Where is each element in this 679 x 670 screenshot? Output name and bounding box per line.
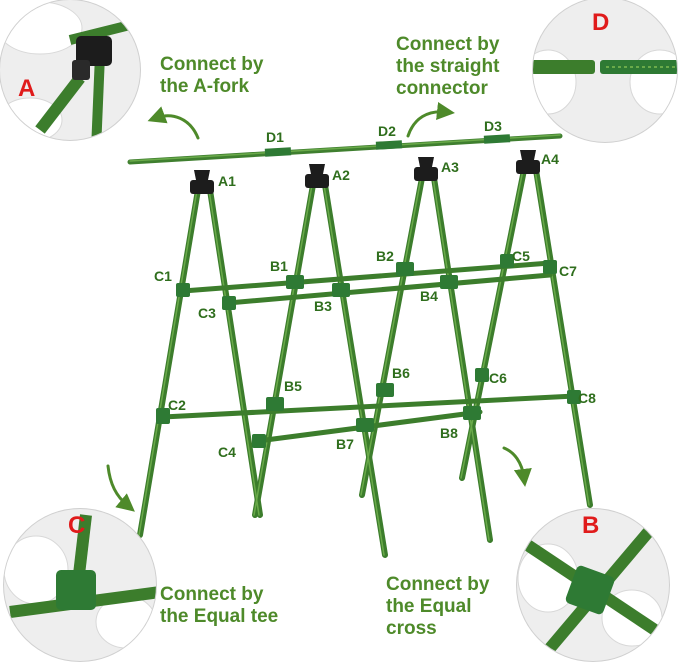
straight-connector-d1 xyxy=(265,147,291,157)
label-c8: C8 xyxy=(578,390,596,406)
label-b3: B3 xyxy=(314,298,332,314)
cross-b3 xyxy=(332,283,350,297)
label-c4: C4 xyxy=(218,444,236,460)
caption-tee-line-2: the Equal tee xyxy=(160,606,278,628)
cross-b7 xyxy=(356,418,374,432)
cross-b8 xyxy=(463,406,481,420)
inset-letter-a: A xyxy=(18,75,35,102)
label-a2: A2 xyxy=(332,167,350,183)
label-d3: D3 xyxy=(484,118,502,134)
label-c5: C5 xyxy=(512,248,530,264)
caption-straight-line-2: the straight xyxy=(396,56,499,78)
caption-cross-line-3: cross xyxy=(386,618,489,640)
cross-b1 xyxy=(286,275,304,289)
tee-c6 xyxy=(475,368,489,382)
arrow-d-icon xyxy=(408,112,446,136)
inset-letter-d: D xyxy=(592,9,609,36)
label-c2: C2 xyxy=(168,397,186,413)
cross-b2 xyxy=(396,262,414,276)
top-rail xyxy=(130,134,560,162)
inset-straight-connector: D xyxy=(520,0,679,150)
cross-b4 xyxy=(440,275,458,289)
label-c3: C3 xyxy=(198,305,216,321)
label-b4: B4 xyxy=(420,288,438,304)
straight-connector-d2 xyxy=(376,140,402,150)
caption-cross-line-1: Connect by xyxy=(386,574,489,596)
a-fork-a1 xyxy=(190,170,214,194)
tee-c1 xyxy=(176,283,190,297)
arrow-a-icon xyxy=(156,116,198,138)
label-b8: B8 xyxy=(440,425,458,441)
inset-letter-c: C xyxy=(68,512,85,539)
caption-straight-connector: Connect by the straight connector xyxy=(396,34,499,100)
inset-a-fork: A xyxy=(0,0,150,150)
label-a4: A4 xyxy=(541,151,559,167)
cross-b5 xyxy=(266,397,284,411)
label-d2: D2 xyxy=(378,123,396,139)
caption-straight-line-3: connector xyxy=(396,78,499,100)
cross-bars xyxy=(163,263,575,441)
label-b2: B2 xyxy=(376,248,394,264)
label-b6: B6 xyxy=(392,365,410,381)
label-d1: D1 xyxy=(266,129,284,145)
inset-letter-b: B xyxy=(582,512,599,539)
label-b1: B1 xyxy=(270,258,288,274)
label-c1: C1 xyxy=(154,268,172,284)
straight-connector-d3 xyxy=(484,134,510,144)
inset-equal-tee: C xyxy=(0,505,160,665)
label-b7: B7 xyxy=(336,436,354,452)
label-a1: A1 xyxy=(218,173,236,189)
tee-c4 xyxy=(252,434,266,448)
arrow-c-icon xyxy=(108,466,128,506)
tee-c3 xyxy=(222,296,236,310)
legs xyxy=(140,170,590,555)
caption-equal-cross: Connect by the Equal cross xyxy=(386,574,489,640)
a-fork-a3 xyxy=(414,157,438,181)
label-b5: B5 xyxy=(284,378,302,394)
label-a3: A3 xyxy=(441,159,459,175)
caption-equal-tee: Connect by the Equal tee xyxy=(160,584,278,628)
a-fork-a4 xyxy=(516,150,540,174)
tee-c7 xyxy=(543,260,557,274)
label-c7: C7 xyxy=(559,263,577,279)
caption-a-fork: Connect by the A-fork xyxy=(160,54,263,98)
cross-b6 xyxy=(376,383,394,397)
caption-a-fork-line-1: Connect by xyxy=(160,54,263,76)
caption-straight-line-1: Connect by xyxy=(396,34,499,56)
arrow-b-icon xyxy=(504,448,524,478)
caption-cross-line-2: the Equal xyxy=(386,596,489,618)
a-fork-a2 xyxy=(305,164,329,188)
caption-tee-line-1: Connect by xyxy=(160,584,278,606)
inset-equal-cross: B xyxy=(515,505,675,665)
label-c6: C6 xyxy=(489,370,507,386)
caption-a-fork-line-2: the A-fork xyxy=(160,76,263,98)
